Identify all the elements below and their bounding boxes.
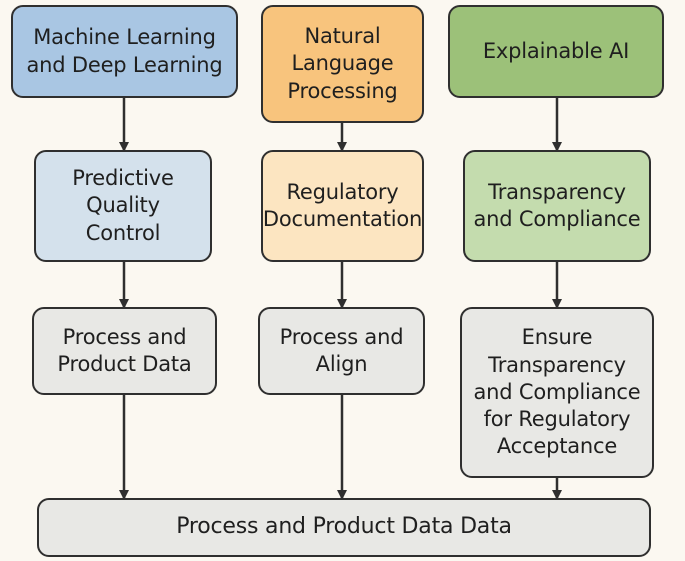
process-product-data-box: Process and Product Data: [32, 307, 217, 395]
process-align-box: Process and Align: [258, 307, 425, 395]
regulatory-documentation-box: Regulatory Documentation: [261, 150, 424, 262]
explainable-ai-box: Explainable AI: [448, 5, 664, 98]
predictive-quality-control-box: Predictive Quality Control: [34, 150, 212, 262]
transparency-compliance-box: Transparency and Compliance: [463, 150, 651, 262]
ensure-transparency-box: Ensure Transparency and Compliance for R…: [460, 307, 654, 478]
nlp-box: Natural Language Processing: [261, 5, 424, 123]
process-product-data-data-box: Process and Product Data Data: [37, 498, 651, 557]
ml-dl-box: Machine Learning and Deep Learning: [11, 5, 238, 98]
